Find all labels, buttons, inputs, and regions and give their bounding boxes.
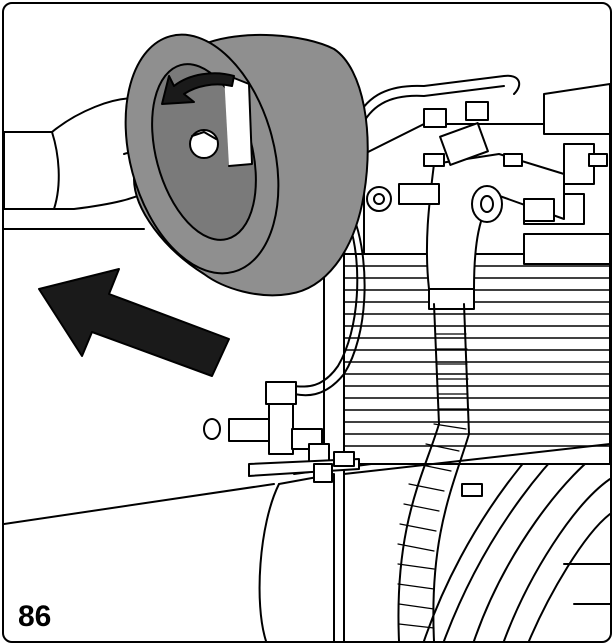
counterclockwise-arrow-icon	[161, 72, 235, 105]
elbow-fitting	[366, 122, 565, 310]
large-left-arrow-icon	[38, 268, 230, 377]
valve-assembly	[203, 381, 360, 483]
bolts	[423, 153, 608, 497]
air-filter	[124, 33, 369, 297]
cylinder-block	[343, 253, 610, 475]
corrugated-hose	[397, 303, 470, 641]
thin-pipe	[293, 223, 366, 397]
illustration	[4, 33, 610, 641]
figure-number: 86	[18, 600, 52, 633]
